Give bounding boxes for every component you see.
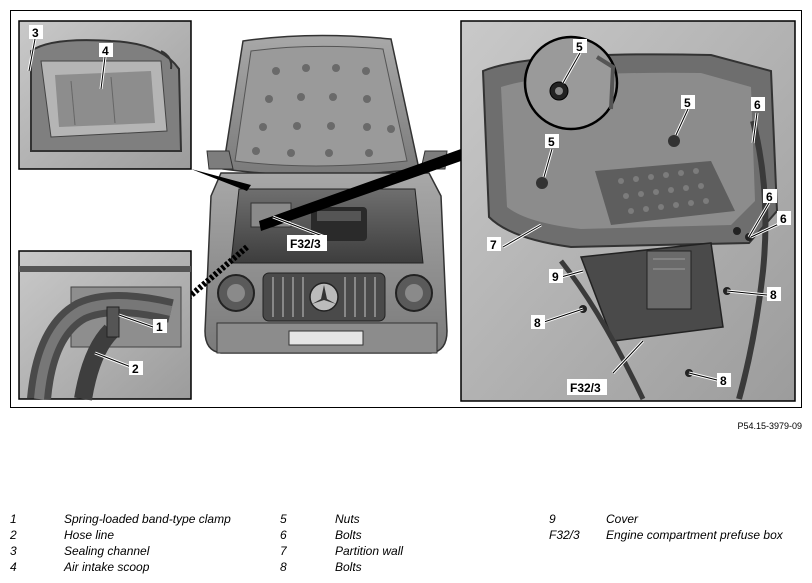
- callout-8-bottom: 8: [720, 374, 727, 388]
- legend-label-3: Sealing channel: [64, 544, 150, 558]
- legend-label-1: Spring-loaded band-type clamp: [64, 512, 231, 526]
- callout-7: 7: [490, 238, 497, 252]
- callout-9: 9: [552, 270, 559, 284]
- legend-label-7: Partition wall: [335, 544, 404, 558]
- callout-8-left: 8: [534, 316, 541, 330]
- callout-f32-3-inset: F32/3: [570, 381, 601, 395]
- legend-key-6: 6: [280, 528, 287, 542]
- legend-key-2: 2: [10, 528, 17, 542]
- legend-label-2: Hose line: [64, 528, 115, 542]
- callout-4: 4: [102, 44, 109, 58]
- callout-5-magnified: 5: [576, 40, 583, 54]
- callout-labels: 1 2 3 4 5 5 5 6 6 6 7 8 8 8: [29, 25, 791, 395]
- legend-key-5: 5: [280, 512, 287, 526]
- legend-key-7: 7: [280, 544, 287, 558]
- legend-key-f32-3: F32/3: [549, 528, 580, 542]
- legend-key-4: 4: [10, 560, 17, 574]
- legend-label-f32-3: Engine compartment prefuse box: [606, 528, 783, 542]
- legend-key-8: 8: [280, 560, 287, 574]
- legend-key-1: 1: [10, 512, 17, 526]
- callout-8-right: 8: [770, 288, 777, 302]
- callout-2: 2: [132, 362, 139, 376]
- callout-6-top: 6: [754, 98, 761, 112]
- callout-6-middle: 6: [766, 190, 773, 204]
- legend-label-4: Air intake scoop: [64, 560, 150, 574]
- callout-5-left: 5: [548, 135, 555, 149]
- callout-f32-3-vehicle: F32/3: [290, 237, 321, 251]
- legend-label-8: Bolts: [335, 560, 362, 574]
- callout-6-lower: 6: [780, 212, 787, 226]
- figure-reference-code: P54.15-3979-09: [737, 421, 802, 431]
- diagram-svg: 1 2 3 4 5 5 5 6 6 6 7 8 8 8: [18, 20, 796, 402]
- callout-3: 3: [32, 26, 39, 40]
- legend-key-3: 3: [10, 544, 17, 558]
- legend-label-9: Cover: [606, 512, 639, 526]
- inset-prefuse-box: [460, 20, 796, 402]
- vehicle-front-view: [187, 34, 461, 354]
- callout-5-right: 5: [684, 96, 691, 110]
- legend: 1 Spring-loaded band-type clamp 2 Hose l…: [0, 512, 812, 582]
- callout-1: 1: [156, 320, 163, 334]
- leader-lines: [28, 38, 782, 382]
- diagram-figure: 1 2 3 4 5 5 5 6 6 6 7 8 8 8: [10, 10, 802, 408]
- legend-label-6: Bolts: [335, 528, 362, 542]
- inset-air-intake: [18, 20, 192, 170]
- legend-label-5: Nuts: [335, 512, 360, 526]
- legend-key-9: 9: [549, 512, 556, 526]
- inset-hose-clamp: [18, 250, 192, 401]
